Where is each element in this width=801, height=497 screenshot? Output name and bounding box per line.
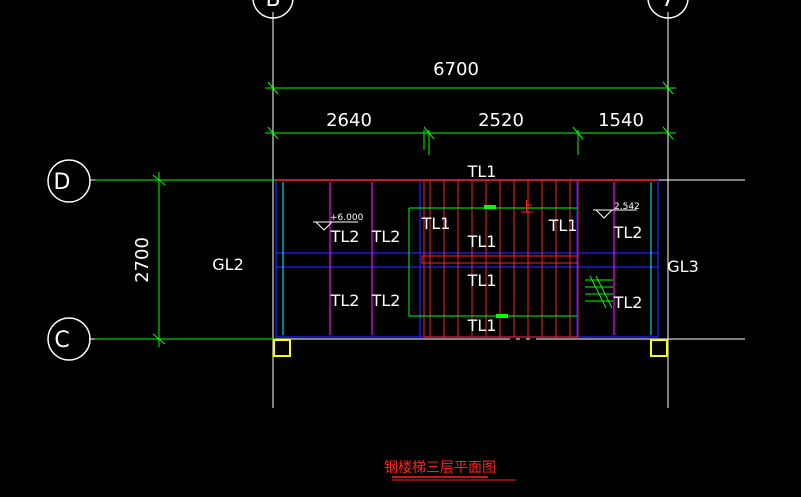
dim-overall: 6700 [433,59,479,80]
label-tl1-bottom: TL1 [467,316,497,335]
elevation-left: +6.000 [330,213,364,223]
elevation-marker-right [593,209,637,219]
axis-bubble-7: 7 [647,0,689,19]
dim-vertical: 2700 [132,237,153,283]
magenta-joists [329,182,615,335]
label-tl2-b: TL2 [371,227,401,246]
label-tl1-mid-lower: TL1 [467,271,497,290]
axis-bubble-d: D [47,159,91,203]
axis-label-d: D [54,170,71,195]
up-symbol: 上 [520,200,534,216]
axis-label-c: C [54,328,69,353]
drawing-title: 钢楼梯三层平面图 [384,460,496,476]
label-tl2-c: TL2 [613,223,643,242]
cyan-edges [282,182,652,335]
label-tl2-f: TL2 [613,293,643,312]
beam-frame [275,179,659,338]
svg-text:上: 上 [520,200,534,216]
label-tl1-left: TL1 [421,214,451,233]
dim-seg1: 2640 [326,110,372,131]
dim-seg2: 2520 [478,110,524,131]
axis-label-b: B [265,0,280,12]
elevation-marker-left [313,221,358,231]
dimension-lines [95,81,676,347]
arrow-down-marker [496,314,508,318]
label-tl1-right: TL1 [548,216,578,235]
column-right [650,339,668,357]
label-tl1-mid-upper: TL1 [467,232,497,251]
label-tl2-a: TL2 [330,227,360,246]
hatch-symbol [585,275,613,309]
label-tl2-d: TL2 [330,291,360,310]
elevation-right: 2.542 [614,202,640,212]
axis-bubble-c: C [47,317,91,361]
arrow-up-marker [484,205,496,209]
axis-bubble-b: B [252,0,294,19]
column-left [273,339,291,357]
stair-flight [421,179,579,338]
dim-seg3: 1540 [598,110,644,131]
grid-lines [90,12,745,408]
label-tl2-e: TL2 [371,291,401,310]
axis-label-7: 7 [661,0,675,12]
label-tl1-top: TL1 [467,162,497,181]
label-gl3: GL3 [667,257,699,276]
label-gl2: GL2 [212,255,244,274]
